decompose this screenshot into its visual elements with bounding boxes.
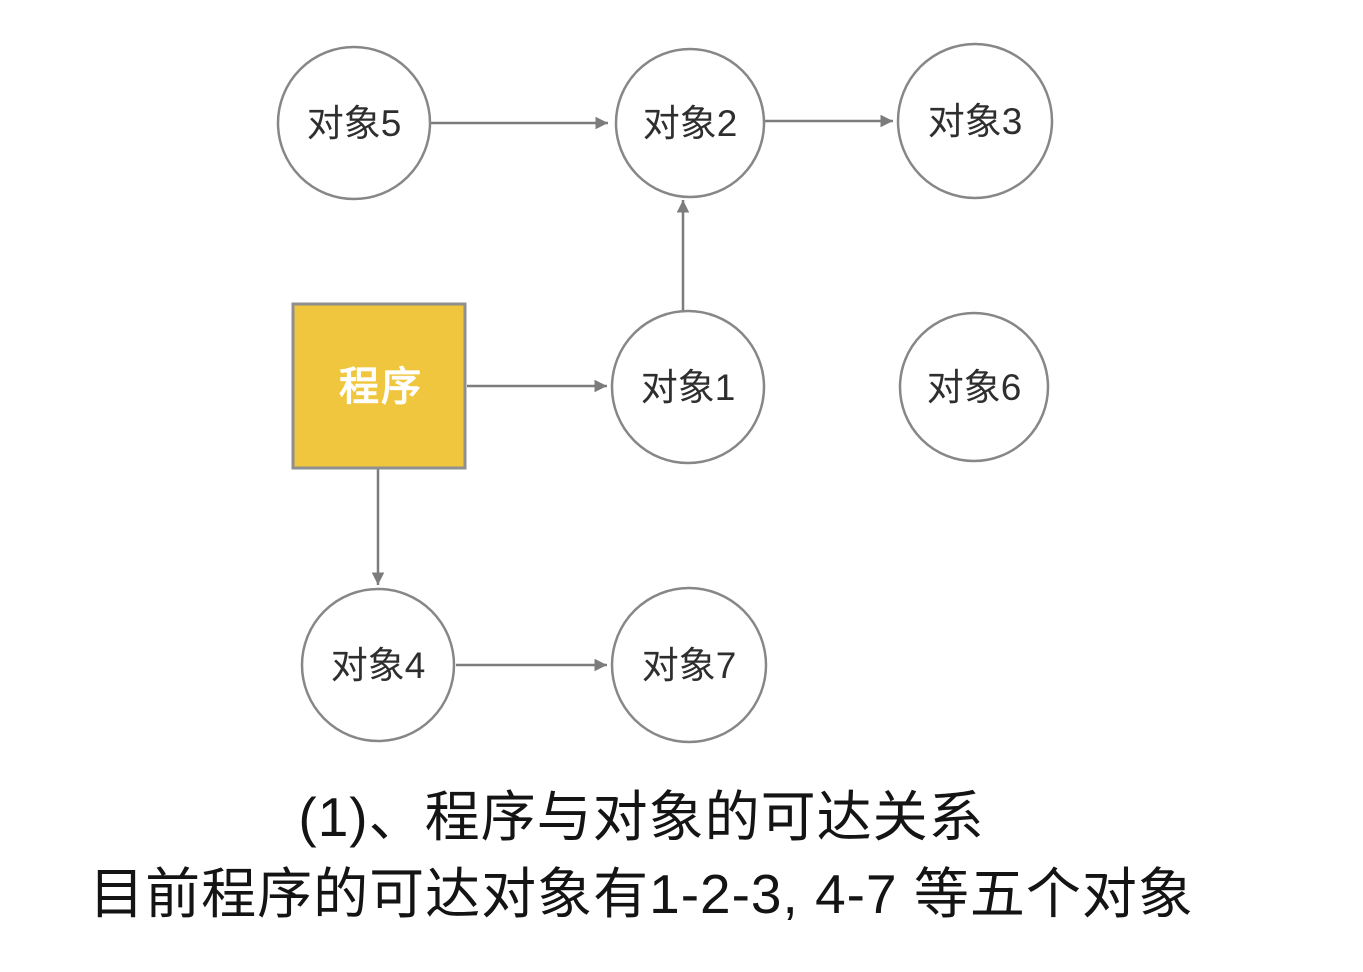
caption-line-1: (1)、程序与对象的可达关系 <box>298 786 985 848</box>
node-object-7: 对象7 <box>610 586 768 744</box>
node-object-4: 对象4 <box>300 587 456 743</box>
object-7-circle <box>610 586 768 744</box>
node-object-3-label: 对象3 <box>928 101 1023 142</box>
node-program-label: 程序 <box>339 365 423 409</box>
reachability-graph: 程序 对象5 对象2 对象3 对象1 对象6 对象4 <box>276 42 1054 744</box>
node-object-2-label: 对象2 <box>643 103 738 144</box>
object-5-circle <box>276 45 432 201</box>
node-object-5: 对象5 <box>276 45 432 201</box>
node-object-6-label: 对象6 <box>927 367 1022 408</box>
node-object-6: 对象6 <box>898 311 1050 463</box>
object-3-circle <box>896 42 1054 200</box>
object-2-circle <box>614 47 766 199</box>
node-object-1: 对象1 <box>610 309 766 465</box>
node-object-3: 对象3 <box>896 42 1054 200</box>
object-1-circle <box>610 309 766 465</box>
program-square <box>291 302 467 470</box>
object-6-circle <box>898 311 1050 463</box>
node-program: 程序 <box>291 302 467 470</box>
node-object-4-label: 对象4 <box>331 645 426 686</box>
caption: (1)、程序与对象的可达关系 目前程序的可达对象有1-2-3, 4-7 等五个对… <box>0 779 1283 933</box>
node-object-1-label: 对象1 <box>641 367 736 408</box>
object-4-circle <box>300 587 456 743</box>
node-object-5-label: 对象5 <box>307 103 402 144</box>
caption-line-2: 目前程序的可达对象有1-2-3, 4-7 等五个对象 <box>89 863 1194 925</box>
node-object-2: 对象2 <box>614 47 766 199</box>
node-object-7-label: 对象7 <box>642 645 737 686</box>
